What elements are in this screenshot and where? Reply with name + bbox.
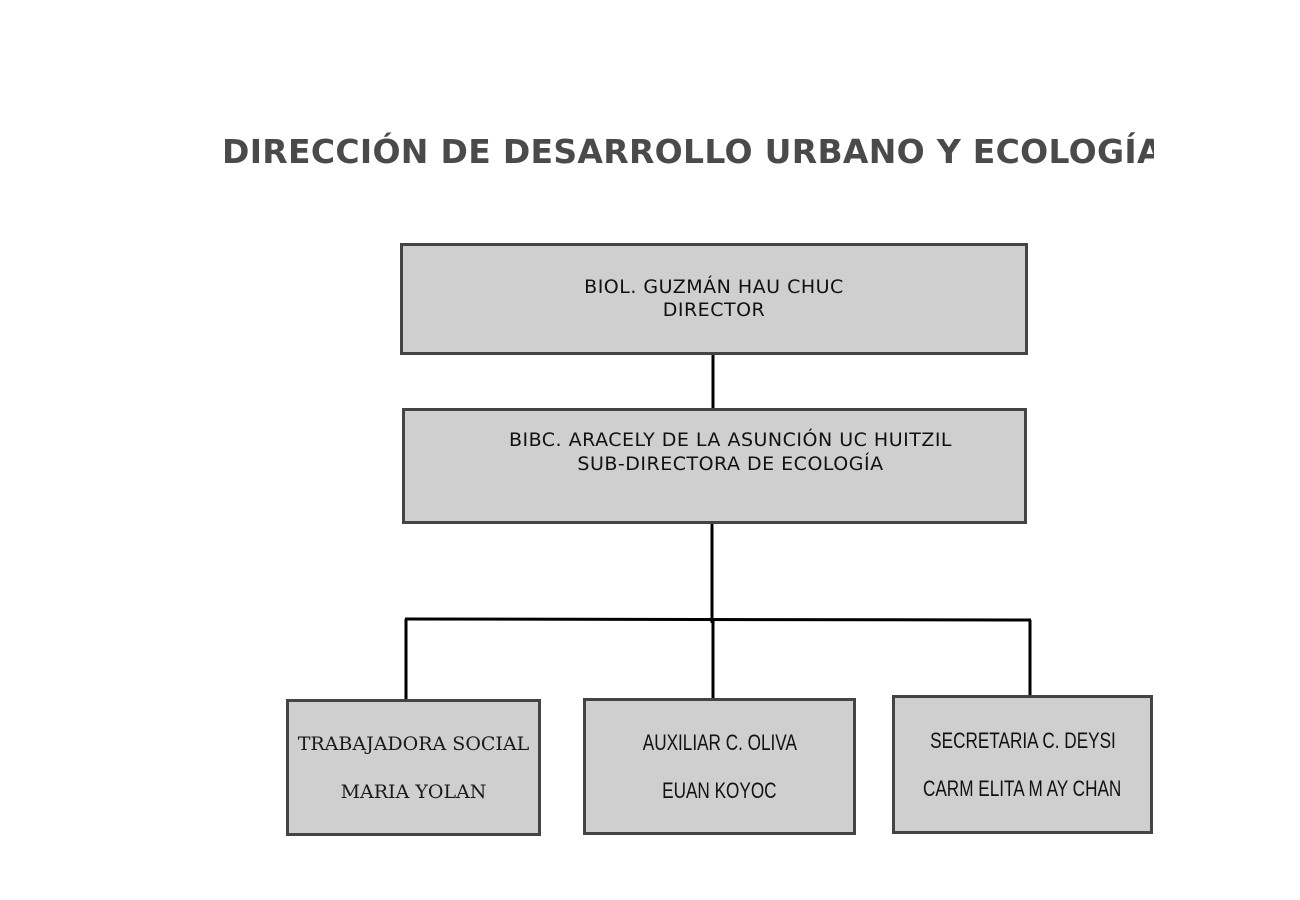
- director-name: BIOL. GUZMÁN HAU CHUC: [584, 276, 844, 298]
- staff-role: AUXILIAR C. OLIVA: [642, 729, 797, 755]
- staff-box-social-worker: TRABAJADORA SOCIAL MARIA YOLAN: [286, 699, 541, 836]
- connector-horizontal-bus: [404, 617, 1032, 622]
- subdirector-box: BIBC. ARACELY DE LA ASUNCIÓN UC HUITZIL …: [402, 408, 1027, 524]
- subdirector-name: BIBC. ARACELY DE LA ASUNCIÓN UC HUITZIL: [508, 429, 953, 451]
- staff-box-assistant: AUXILIAR C. OLIVA EUAN KOYOC: [583, 698, 856, 835]
- subdirector-role: SUB-DIRECTORA DE ECOLOGÍA: [577, 453, 884, 475]
- staff-name: EUAN KOYOC: [662, 777, 777, 803]
- chart-title: DIRECCIÓN DE DESARROLLO URBANO Y ECOLOGÍ…: [222, 132, 1154, 171]
- staff-box-secretary: SECRETARIA C. DEYSI CARM ELITA M AY CHAN: [892, 695, 1153, 834]
- staff-role: TRABAJADORA SOCIAL: [297, 732, 530, 755]
- director-box: BIOL. GUZMÁN HAU CHUC DIRECTOR: [400, 243, 1028, 355]
- director-role: DIRECTOR: [662, 299, 766, 321]
- staff-role: SECRETARIA C. DEYSI: [929, 727, 1116, 753]
- staff-name: CARM ELITA M AY CHAN: [923, 775, 1122, 801]
- staff-name: MARIA YOLAN: [340, 780, 487, 803]
